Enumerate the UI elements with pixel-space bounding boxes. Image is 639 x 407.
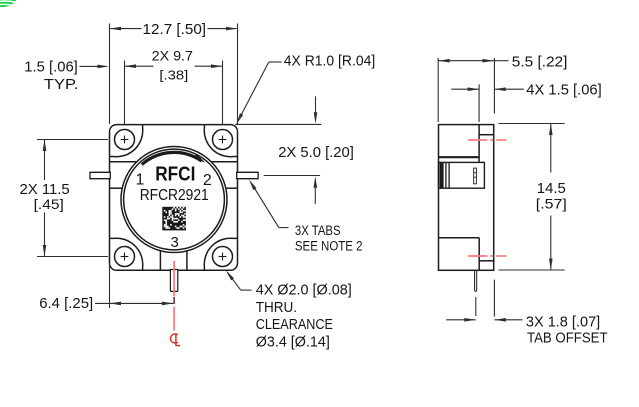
svg-text:THRU.: THRU. [256,299,297,316]
svg-text:4X 1.5 [.06]: 4X 1.5 [.06] [526,82,601,99]
svg-text:1.5 [.06]: 1.5 [.06] [24,59,78,76]
svg-text:5.5 [.22]: 5.5 [.22] [512,53,568,70]
svg-text:4X Ø2.0 [Ø.08]: 4X Ø2.0 [Ø.08] [256,282,352,299]
svg-text:CLEARANCE: CLEARANCE [256,316,333,333]
svg-text:Ø3.4 [Ø.14]: Ø3.4 [Ø.14] [256,334,330,351]
svg-text:2X 9.7: 2X 9.7 [152,49,193,64]
svg-text:6.4 [.25]: 6.4 [.25] [39,295,93,312]
svg-text:2X 11.5: 2X 11.5 [20,181,70,198]
svg-text:2: 2 [203,172,212,189]
svg-text:3X 1.8 [.07]: 3X 1.8 [.07] [526,313,600,330]
svg-text:4X R1.0 [R.04]: 4X R1.0 [R.04] [284,53,375,70]
svg-text:2X 5.0 [.20]: 2X 5.0 [.20] [278,144,354,161]
svg-text:12.7 [.50]: 12.7 [.50] [143,21,207,38]
svg-text:RFCR2921: RFCR2921 [140,187,209,204]
svg-text:1: 1 [136,171,145,188]
svg-text:RFCI: RFCI [155,163,195,186]
svg-text:TYP.: TYP. [44,76,79,93]
svg-text:TAB OFFSET: TAB OFFSET [527,330,608,347]
svg-text:3: 3 [171,234,179,251]
svg-text:[.45]: [.45] [34,197,64,212]
svg-text:SEE NOTE 2: SEE NOTE 2 [295,238,363,253]
svg-text:[.57]: [.57] [536,197,567,212]
svg-text:14.5: 14.5 [537,180,566,197]
svg-text:3X TABS: 3X TABS [295,223,341,238]
svg-text:[.38]: [.38] [159,68,188,83]
